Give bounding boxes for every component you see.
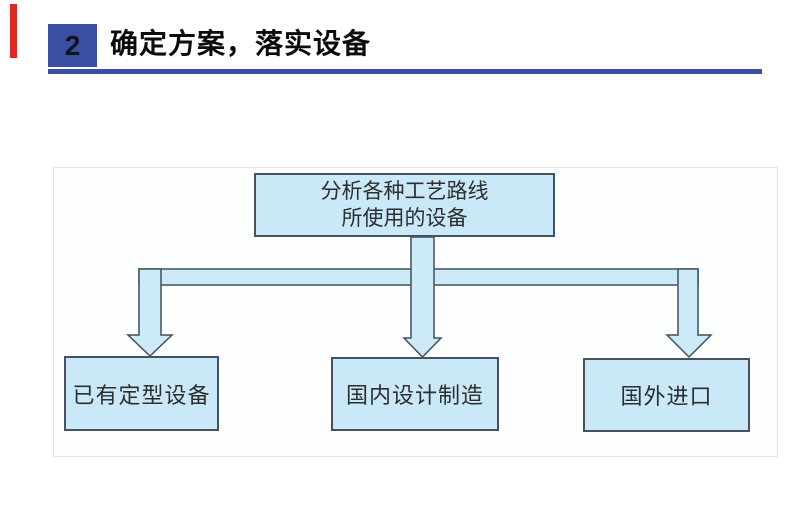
section-number: 2 [64, 29, 81, 61]
page-title: 确定方案，落实设备 [110, 28, 372, 59]
title-divider [48, 69, 762, 74]
node-label: 已有定型设备 [72, 382, 211, 408]
down-arrow-left-icon [126, 268, 174, 358]
node-label: 国外进口 [620, 384, 713, 409]
root-node-line2: 所使用的设备 [341, 206, 468, 230]
flowchart-node-domestic-design: 国内设计制造 [331, 357, 499, 431]
down-arrow-right-icon [665, 268, 713, 359]
red-accent-bar [10, 4, 17, 58]
flowchart-panel: 分析各种工艺路线 所使用的设备 已有定型设备 国内设计制造 国外进口 [53, 167, 778, 457]
flowchart-node-foreign-import: 国外进口 [583, 358, 750, 432]
horizontal-connector-bar [138, 268, 699, 286]
section-number-badge: 2 [48, 24, 97, 67]
down-arrow-middle-icon [402, 236, 443, 359]
flowchart-node-root: 分析各种工艺路线 所使用的设备 [254, 173, 555, 237]
flowchart-node-existing-equipment: 已有定型设备 [64, 356, 219, 431]
root-node-line1: 分析各种工艺路线 [320, 179, 489, 203]
node-label: 国内设计制造 [345, 383, 484, 408]
